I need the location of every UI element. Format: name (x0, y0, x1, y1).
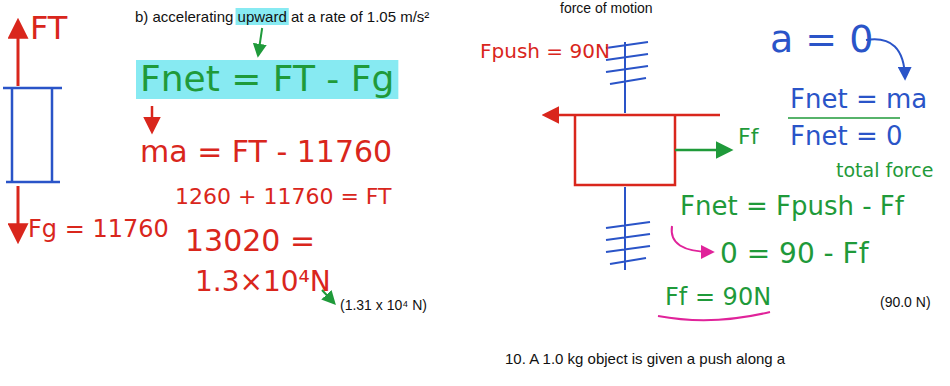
substitution-arrow (151, 106, 154, 131)
printed-answer: (90.0 N) (880, 294, 931, 310)
question-text: b) accelerating upward at a rate of 1.05… (135, 8, 429, 25)
force-note: Fpush = 90N (480, 39, 610, 63)
equation: Fnet = ma (790, 84, 927, 114)
equation: Fnet = Fpush - Ff (680, 191, 904, 221)
equation: Fnet = ma (790, 85, 927, 115)
note: total force (836, 159, 933, 181)
force-symbol: FT (30, 10, 67, 47)
equation: Fnet = FT - Fg (140, 58, 394, 99)
equation: Fnet = FT - Fg (140, 58, 394, 99)
force-note: Fpush = 90N (480, 40, 610, 63)
weight-arrow (17, 186, 20, 240)
equation: a = 0 (770, 18, 873, 62)
equation: 1260 + 11760 = FT (175, 184, 392, 209)
force-symbol: Ff (738, 124, 758, 149)
equation: 0 = 90 - Ff (720, 238, 869, 270)
note: total force (836, 160, 933, 182)
question-text: force of motion (560, 0, 653, 16)
answer: Ff = 90N (665, 283, 771, 311)
equation: Fnet = Fpush - Ff (680, 192, 904, 222)
equation: Fg = 11760 (28, 215, 169, 243)
printed-answer: (1.31 x 10⁴ N) (340, 297, 427, 313)
equation: ma = FT - 11760 (140, 134, 392, 169)
printed-answer: (90.0 N) (880, 294, 931, 310)
underline (788, 117, 900, 119)
equation: ma = FT - 11760 (140, 135, 392, 170)
answer: 1.3×10⁴N (195, 266, 331, 298)
equation: 13020 = (185, 223, 315, 258)
equation: 1260 + 11760 = FT (175, 184, 392, 209)
question-text: 10. A 1.0 kg object is given a push alon… (505, 350, 785, 367)
force-symbol: FT (30, 9, 67, 47)
substitution-arrow (672, 226, 712, 252)
equation: Fg = 11760 (28, 216, 169, 244)
equation: a = 0 (770, 17, 873, 61)
answer: 1.3×10⁴N (195, 265, 331, 298)
equation: Fnet = 0 (790, 122, 902, 152)
force-symbol: Ff (738, 124, 758, 149)
answer: Ff = 90N (665, 284, 771, 312)
question-text: 10. A 1.0 kg object is given a push alon… (505, 350, 785, 367)
printed-answer: (1.31 x 10⁴ N) (340, 297, 427, 313)
hanging-block (3, 88, 62, 182)
normal-force-scribble (606, 42, 648, 113)
leader-line (258, 28, 262, 55)
tension-arrow (17, 22, 20, 86)
equation: Fnet = 0 (790, 121, 902, 151)
question-text: b) accelerating upward at a rate of 1.05… (135, 8, 429, 25)
push-arrow (545, 114, 720, 117)
question-text: force of motion (560, 0, 653, 16)
equation: 0 = 90 - Ff (720, 237, 869, 270)
equation: 13020 = (185, 224, 315, 259)
friction-arrow (675, 149, 730, 152)
pushed-box (575, 115, 675, 185)
answer-underline (658, 312, 770, 320)
gravity-scribble (606, 187, 650, 270)
